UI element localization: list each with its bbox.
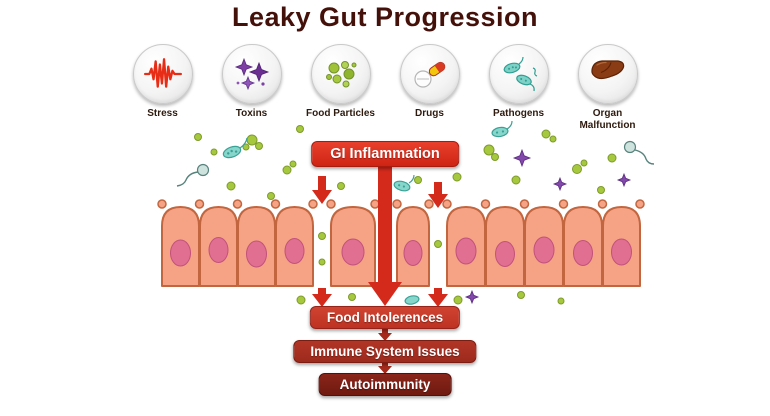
trigger-food-particles: Food Particles xyxy=(304,44,378,132)
main-progression-arrow xyxy=(368,166,402,306)
leak-arrow-bottom-right xyxy=(428,288,448,307)
trigger-label: Stress xyxy=(147,108,178,119)
stress-icon xyxy=(132,44,193,104)
gi-inflammation-banner: GI Inflammation xyxy=(311,141,459,167)
page-title: Leaky Gut Progression xyxy=(231,2,539,32)
trigger-organ-malfunction: Organ Malfunction xyxy=(571,44,645,132)
leak-arrow-top-right xyxy=(428,182,448,208)
stress-waveform-icon xyxy=(143,58,182,88)
trigger-stress: Stress xyxy=(126,44,200,132)
drugs-icon xyxy=(399,44,460,104)
trigger-label: Food Particles xyxy=(306,108,375,119)
trigger-drugs: Drugs xyxy=(393,44,467,132)
trigger-pathogens: Pathogens xyxy=(482,44,556,132)
leak-arrow-top-left xyxy=(312,176,332,204)
trigger-label: Pathogens xyxy=(492,108,545,119)
progression-arrows xyxy=(312,166,448,374)
flagellated-pathogens xyxy=(176,140,655,187)
liver-icon xyxy=(590,60,624,80)
trigger-label: Toxins xyxy=(235,108,268,119)
toxins-icon xyxy=(221,44,282,104)
food-particle-blobs-icon xyxy=(325,61,356,88)
bacteria-icon xyxy=(503,56,537,92)
trigger-toxins: Toxins xyxy=(215,44,289,132)
food-particles-icon xyxy=(310,44,371,104)
immune-system-issues-banner: Immune System Issues xyxy=(293,340,477,363)
particles-leaking-through xyxy=(296,232,565,305)
autoimmunity-banner: Autoimmunity xyxy=(318,373,452,396)
tight-junction-knobs xyxy=(157,199,645,209)
trigger-label: Drugs xyxy=(415,108,444,119)
purple-toxins xyxy=(512,148,632,192)
teal-bacteria xyxy=(222,120,513,192)
banner-connector-arrows xyxy=(378,328,392,374)
pill-capsule-icon xyxy=(413,61,445,88)
green-food-particles xyxy=(194,125,617,200)
epithelial-cells xyxy=(157,199,645,287)
trigger-icons-row: Stress Toxins xyxy=(0,44,770,132)
cell-nuclei xyxy=(170,236,632,268)
toxin-stars-icon xyxy=(234,57,269,91)
organ-malfunction-icon xyxy=(577,44,638,104)
trigger-label: Organ Malfunction xyxy=(579,108,636,131)
pathogens-icon xyxy=(488,44,549,104)
leak-arrow-bottom-left xyxy=(312,288,332,307)
food-intolerences-banner: Food Intolerences xyxy=(309,306,461,329)
particles-above-lining xyxy=(176,120,655,200)
